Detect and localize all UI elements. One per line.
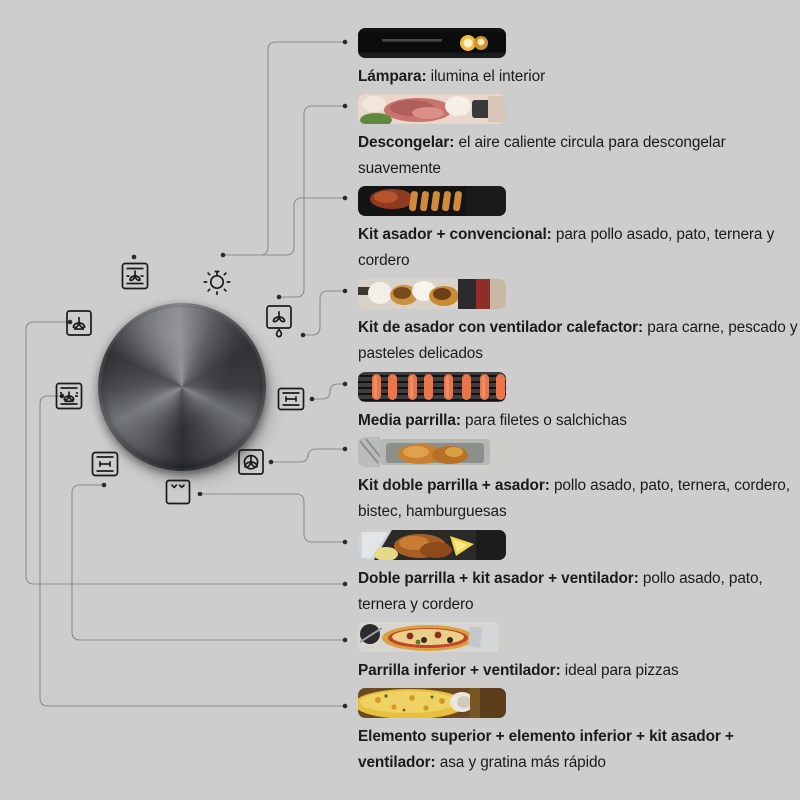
list-item-desc: para carne, pescado y pasteles delicados [358,319,798,362]
list-item: Elemento superior + elemento inferior + … [358,688,800,776]
list-item-caption: Descongelar: el aire caliente circula pa… [358,130,798,182]
list-item-title: Kit de asador con ventilador calefactor: [358,319,644,336]
grilled-meat-photo [358,186,506,216]
raw-meat-photo [358,94,506,124]
list-item: Kit doble parrilla + asador: pollo asado… [358,437,800,525]
list-item-desc: pollo asado, pato, ternera y cordero [358,570,763,613]
oven-fan-icon[interactable] [62,306,96,340]
roast-chicken-lemon-photo [358,530,506,560]
roast-tray-photo [358,437,506,467]
oven-double-grill-icon[interactable] [88,447,122,481]
list-item-title: Kit doble parrilla + asador: [358,477,550,494]
list-item-caption: Kit asador + convencional: para pollo as… [358,222,798,274]
list-item-title: Descongelar: [358,134,455,151]
oven-lamp-icon[interactable] [200,264,234,298]
list-item-title: Kit asador + convencional: [358,226,552,243]
list-item-title: Doble parrilla + kit asador + ventilador… [358,570,639,587]
list-item-caption: Doble parrilla + kit asador + ventilador… [358,566,798,618]
oven-top-bottom-fan-icon[interactable] [118,259,152,293]
list-item-title: Media parrilla: [358,412,461,429]
gratin-photo [358,688,506,718]
list-item-caption: Parrilla inferior + ventilador: ideal pa… [358,658,798,684]
list-item-desc: el aire caliente circula para descongela… [358,134,726,177]
knob-face[interactable] [98,303,266,471]
list-item: Media parrilla: para filetes o salchicha… [358,372,800,434]
list-item-caption: Media parrilla: para filetes o salchicha… [358,408,798,434]
list-item-caption: Lámpara: ilumina el interior [358,64,798,90]
oven-fan-grill-icon[interactable] [234,445,268,479]
list-item: Descongelar: el aire caliente circula pa… [358,94,800,182]
sausages-grill-photo [358,372,506,402]
list-item: Kit de asador con ventilador calefactor:… [358,279,800,367]
list-item-desc: ideal para pizzas [560,662,679,679]
list-item-caption: Elemento superior + elemento inferior + … [358,724,798,776]
oven-half-grill-icon[interactable] [274,382,308,416]
list-item: Doble parrilla + kit asador + ventilador… [358,530,800,618]
oven-fan-defrost-icon[interactable] [262,304,296,338]
list-item-desc: ilumina el interior [426,68,546,85]
oven-lamp-photo [358,28,506,58]
list-item-title: Parrilla inferior + ventilador: [358,662,561,679]
oven-bottom-heat-icon[interactable] [161,475,195,509]
list-item-title: Lámpara: [358,68,427,85]
oven-full-fan-icon[interactable] [52,379,86,413]
list-item-caption: Kit doble parrilla + asador: pollo asado… [358,473,798,525]
pizza-photo [358,622,506,652]
list-item-desc: para filetes o salchichas [460,412,627,429]
list-item-desc: pollo asado, pato, ternera, cordero, bis… [358,477,790,520]
list-item-desc: asa y gratina más rápido [435,754,606,771]
pastries-photo [358,279,506,309]
list-item: Parrilla inferior + ventilador: ideal pa… [358,622,800,684]
list-item: Lámpara: ilumina el interior [358,28,800,90]
control-knob[interactable] [98,303,270,479]
list-item: Kit asador + convencional: para pollo as… [358,186,800,274]
list-item-title: Elemento superior + elemento inferior + … [358,728,734,771]
list-item-desc: para pollo asado, pato, ternera y corder… [358,226,775,269]
list-item-caption: Kit de asador con ventilador calefactor:… [358,315,798,367]
function-list: Lámpara: ilumina el interior [358,0,800,800]
